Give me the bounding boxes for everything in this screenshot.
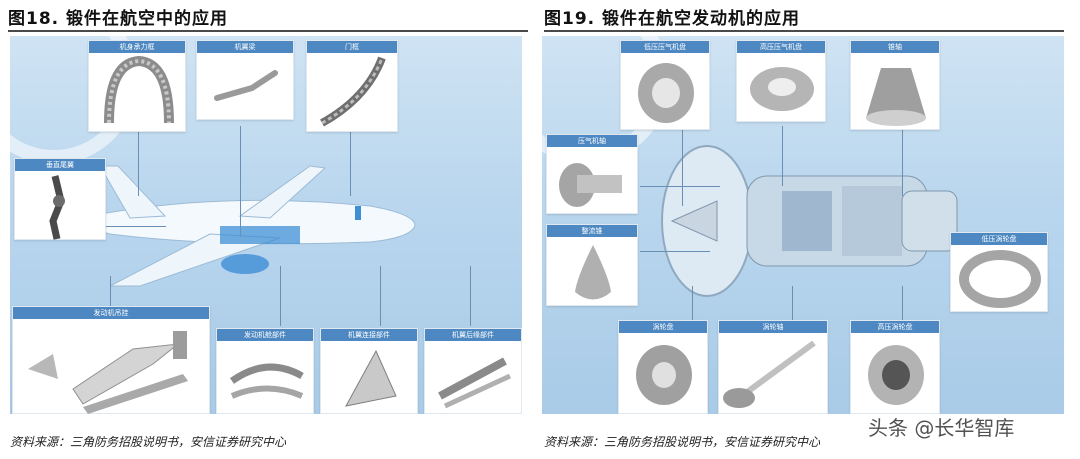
lp-turbine-disk-image [959,250,1041,308]
connector-line [138,126,139,196]
engine-illustration [661,145,958,297]
card-lp-turbine-disk: 低压涡轮盘 [950,232,1048,312]
card-wing-beam: 机翼梁 [196,40,294,120]
card-engine-pylon: 发动机吊挂 [12,306,210,414]
card-fuselage-frame: 机身承力框 [88,40,186,132]
aircraft-panel: 机身承力框 机翼梁 门框 垂直尾翼 发动机吊挂 发动机舱部件 机翼连接部件 机翼… [10,36,522,414]
card-label: 门框 [307,41,397,53]
hp-compressor-disk-image [750,67,814,111]
wing-beam-image [214,70,278,101]
door-frame-image [320,56,386,127]
card-turbine-shaft: 涡轮轴 [718,320,828,414]
wing-joint-image [345,349,397,407]
connector-line [280,266,281,326]
card-label: 机翼连接部件 [321,329,417,341]
lp-compressor-disk-image [638,63,694,123]
connector-line [640,186,720,187]
card-wing-joint: 机翼连接部件 [320,328,418,414]
card-label: 垂直尾翼 [15,159,105,171]
turbine-disk-image [636,345,692,405]
card-label: 低压涡轮盘 [951,233,1047,245]
nose-cone-image [575,245,611,300]
card-door-frame: 门框 [306,40,398,132]
fuselage-frame-image [104,55,174,124]
card-wing-trailing: 机翼后缘部件 [424,328,522,414]
card-turbine-disk: 涡轮盘 [618,320,708,414]
connector-line [110,276,111,316]
connector-line [682,126,683,206]
card-label: 压气机轴 [547,135,637,147]
card-label: 锥轴 [851,41,939,53]
card-compressor-shaft: 压气机轴 [546,134,638,214]
card-label: 机翼梁 [197,41,293,53]
card-nose-cone: 整流锥 [546,224,638,306]
card-label: 低压压气机盘 [621,41,709,53]
connector-line [106,226,166,227]
connector-line [692,286,693,326]
card-label: 整流锥 [547,225,637,237]
card-hp-compressor-disk: 高压压气机盘 [736,40,826,122]
source-note-right: 资料来源：三角防务招股说明书，安信证券研究中心 [544,435,821,449]
engine-panel: 低压压气机盘 高压压气机盘 锥轴 压气机轴 整流锥 低压涡轮盘 涡轮盘 涡轮轴 … [542,36,1064,414]
vertical-tail-image [49,175,65,240]
card-label: 机翼后缘部件 [425,329,521,341]
card-label: 发动机舱部件 [217,329,313,341]
card-label: 高压压气机盘 [737,41,825,53]
title-rule-left [8,30,528,32]
card-lp-compressor-disk: 低压压气机盘 [620,40,710,130]
figure-19-title: 图19. 锻件在航空发动机的应用 [544,9,801,29]
casing-image [866,68,926,126]
card-label: 高压涡轮盘 [851,321,939,333]
aircraft-illustration [88,165,416,287]
figure-18-title: 图18. 锻件在航空中的应用 [8,9,229,29]
title-rule-right [544,30,1064,32]
card-casing: 锥轴 [850,40,940,130]
card-label: 涡轮盘 [619,321,707,333]
watermark: 头条 @长华智库 [868,416,1015,440]
source-note-left: 资料来源：三角防务招股说明书，安信证券研究中心 [10,435,287,449]
card-label: 发动机吊挂 [13,307,209,319]
card-label: 机身承力框 [89,41,185,53]
connector-line [902,126,903,196]
card-hp-turbine-disk: 高压涡轮盘 [850,320,940,414]
connector-line [240,126,241,236]
connector-line [792,286,793,326]
card-label: 涡轮轴 [719,321,827,333]
connector-line [782,126,783,186]
connector-line [350,126,351,196]
engine-pylon-image [28,331,188,414]
wing-trailing-image [438,357,512,409]
connector-line [902,286,903,326]
connector-line [640,251,710,252]
connector-line [470,266,471,326]
turbine-shaft-image [723,340,816,408]
engine-nacelle-image [229,363,304,399]
card-vertical-tail: 垂直尾翼 [14,158,106,240]
card-engine-nacelle: 发动机舱部件 [216,328,314,414]
connector-line [380,266,381,326]
hp-turbine-disk-image [868,345,924,405]
compressor-shaft-image [559,163,622,207]
